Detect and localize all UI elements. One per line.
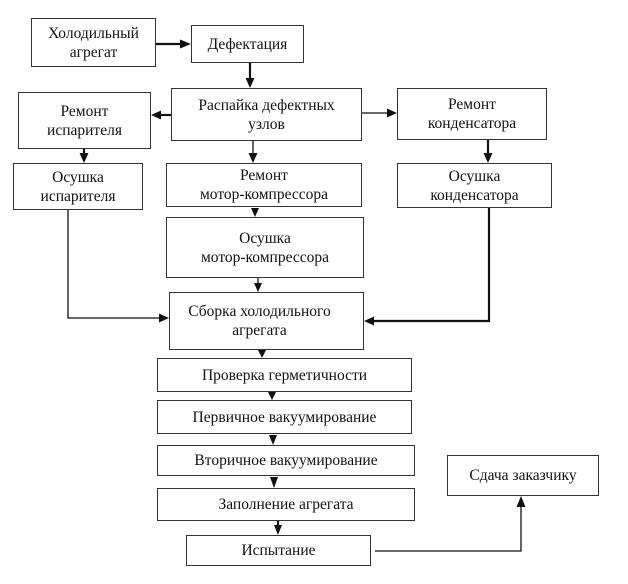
- node-motor-compressor-drying: Осушка мотор-компрессора: [166, 217, 364, 278]
- edge-unsolder-to-condenser-repair: [362, 108, 397, 118]
- node-cooling-unit: Холодильный агрегат: [31, 18, 156, 67]
- node-defect-detection: Дефектация: [191, 25, 304, 63]
- edge-primary-to-secondary-vacuum: [269, 435, 277, 445]
- node-filling: Заполнение агрегата: [157, 488, 415, 521]
- edge-condenser-repair-to-drying: [483, 140, 493, 163]
- node-condenser-repair: Ремонт конденсатора: [397, 88, 547, 140]
- node-evaporator-drying: Осушка испарителя: [13, 163, 143, 210]
- edge-evaporator-repair-to-drying: [79, 149, 89, 163]
- edge-condenser-drying-to-assembly: [364, 208, 491, 326]
- edge-cooling-unit-to-defect-detection: [156, 39, 191, 49]
- node-condenser-drying: Осушка конденсатора: [397, 163, 552, 208]
- edge-unsolder-to-evaporator-repair: [151, 110, 171, 120]
- node-assembly: Сборка холодильного агрегата: [169, 292, 364, 350]
- edge-secondary-vacuum-to-filling: [270, 477, 278, 488]
- node-primary-vacuum: Первичное вакуумирование: [157, 400, 412, 434]
- edge-motor-compressor-drying-to-assembly: [254, 278, 262, 292]
- edge-evaporator-drying-to-assembly: [67, 210, 169, 323]
- edge-assembly-to-leak-test: [258, 350, 266, 358]
- node-delivery: Сдача заказчику: [447, 455, 599, 496]
- node-leak-test: Проверка герметичности: [157, 358, 412, 392]
- edge-motor-compressor-repair-to-drying: [251, 208, 259, 217]
- edge-defect-detection-to-unsolder: [245, 63, 255, 88]
- node-evaporator-repair: Ремонт испарителя: [18, 92, 151, 149]
- edge-filling-to-testing: [274, 521, 282, 535]
- node-secondary-vacuum: Вторичное вакуумирование: [157, 445, 415, 476]
- node-motor-compressor-repair: Ремонт мотор-компрессора: [166, 163, 362, 207]
- node-unsolder-defective: Распайка дефектных узлов: [171, 88, 362, 141]
- edge-unsolder-to-motor-compressor-repair: [248, 141, 258, 163]
- edge-leak-test-to-primary-vacuum: [268, 392, 276, 400]
- node-testing: Испытание: [186, 535, 371, 566]
